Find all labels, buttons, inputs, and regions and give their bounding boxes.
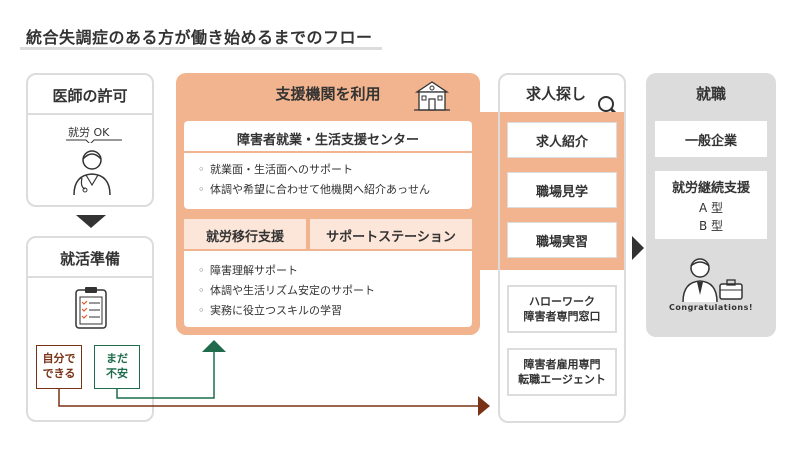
support-heading: 支援機関を利用 (275, 85, 381, 103)
speech-underline-icon (66, 139, 122, 143)
center2-bullet-2: 体調や生活リズム安定のサポート (198, 282, 375, 298)
brown-right-arrow-icon (478, 396, 490, 416)
center1-bullet-2: 体調や希望に合わせて他機関へ紹介あっせん (198, 181, 430, 197)
agency-1-line1: ハローワーク (529, 295, 595, 308)
support-agencies-block: 支援機関を利用 障害者就業・生活支援センター 就業面・生活面へのサポート 体調や… (176, 73, 480, 335)
tag-self-line2: できる (42, 367, 76, 380)
tag-anxious-line1: まだ (106, 352, 128, 365)
center2-bullet-1: 障害理解サポート (198, 262, 298, 278)
employment-general-company: 一般企業 (655, 121, 767, 157)
tag-still-anxious: まだ 不安 (94, 345, 140, 389)
center2-body: 障害理解サポート 体調や生活リズム安定のサポート 実務に役立つスキルの学習 (184, 251, 472, 327)
brown-connector-line (58, 389, 478, 407)
congratulations-text: Congratulations! (669, 303, 753, 312)
center2-bullet-3: 実務に役立つスキルの学習 (198, 302, 342, 318)
green-connector-line (116, 352, 215, 399)
search-heading: 求人探し (525, 85, 586, 103)
center1-divider (184, 151, 472, 153)
agency-1-line2: 障害者専門窓口 (523, 310, 601, 323)
doctor-heading: 医師の許可 (52, 87, 128, 105)
doctor-permission-card: 医師の許可 就労 OK (26, 73, 154, 207)
agency-2-line2: 転職エージェント (518, 373, 606, 386)
green-up-arrow-icon (202, 340, 226, 352)
job-prep-card: 就活準備 (26, 236, 154, 422)
center1-title: 障害者就業・生活支援センター (236, 133, 419, 148)
continuous-title: 就労継続支援 (671, 180, 750, 196)
center1-bullet-1: 就業面・生活面へのサポート (198, 161, 353, 177)
search-item-referral: 求人紹介 (507, 122, 617, 158)
center2-title-left: 就労移行支援 (205, 230, 284, 245)
title-underline (20, 47, 382, 50)
down-arrow-icon (76, 215, 106, 228)
continuous-type-a: A 型 (698, 200, 724, 215)
center2-title-left-box: 就労移行支援 (184, 219, 306, 249)
employment-card: 就職 一般企業 就労継続支援 A 型 B 型 Congratulations! (646, 73, 776, 337)
agency-hello-work: ハローワーク 障害者専門窓口 (507, 285, 617, 333)
agency-recruit-agent: 障害者雇用専門 転職エージェント (507, 348, 617, 396)
doctor-divider (28, 113, 152, 115)
search-item-visit: 職場見学 (507, 172, 617, 208)
tag-self-line1: 自分で (42, 352, 76, 365)
agency-2-line1: 障害者雇用専門 (523, 358, 601, 371)
employment-life-support-center: 障害者就業・生活支援センター 就業面・生活面へのサポート 体調や希望に合わせて他… (184, 121, 472, 209)
school-building-icon (414, 81, 450, 111)
speech-text: 就労 OK (68, 126, 110, 139)
businessman-icon (682, 258, 743, 303)
prep-divider (28, 276, 152, 278)
page-title: 統合失調症のある方が働き始めるまでのフロー (26, 28, 373, 47)
doctor-icon (73, 150, 111, 196)
speech-bubble: 就労 OK (64, 123, 124, 143)
orange-connector-band (480, 112, 500, 270)
employment-heading: 就職 (695, 85, 726, 103)
dark-right-arrow-icon (632, 236, 644, 260)
center2-title-right: サポートステーション (326, 230, 456, 245)
prep-heading: 就活準備 (59, 250, 120, 268)
clipboard-icon (75, 287, 107, 329)
search-item-internship: 職場実習 (507, 222, 617, 258)
employment-continuous-support: 就労継続支援 A 型 B 型 (655, 171, 767, 239)
tag-self-capable: 自分で できる (36, 345, 82, 389)
center2-title-right-box: サポートステーション (310, 219, 472, 249)
tag-anxious-line2: 不安 (106, 367, 128, 380)
continuous-type-b: B 型 (698, 218, 724, 233)
